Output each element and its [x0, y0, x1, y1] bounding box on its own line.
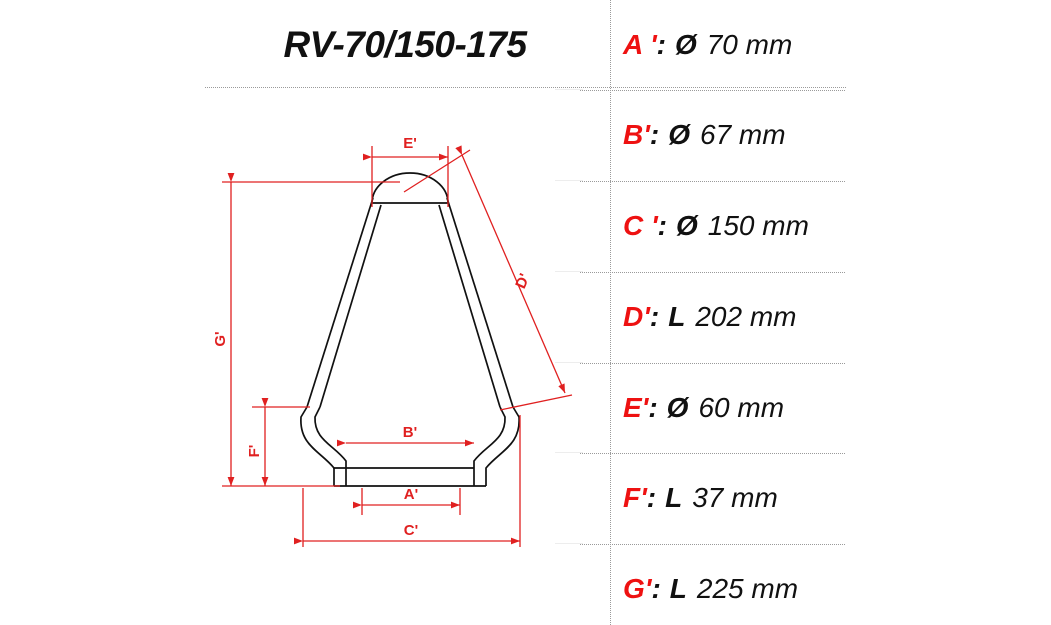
spec-value-a: 70 mm	[706, 29, 793, 60]
spec-symbol-a: Ø	[674, 29, 697, 60]
row-divider-faint-b	[555, 89, 583, 90]
right-outer-flare	[485, 406, 520, 469]
column-divider	[610, 0, 611, 625]
dim-label-a: A'	[404, 486, 418, 503]
dim-label-g: G'	[212, 331, 229, 346]
spec-row-e: E' : Ø 60 mm	[555, 362, 1051, 453]
spec-value-f: 37 mm	[692, 482, 778, 513]
outer-right-wall	[446, 197, 514, 408]
spec-separator-c: :	[657, 210, 667, 241]
inner-right-wall	[438, 204, 501, 408]
left-inner-flare	[314, 406, 347, 468]
row-divider-g	[580, 544, 845, 545]
spec-row-a: A ' : Ø 70 mm	[610, 0, 1051, 90]
spec-value-b: 67 mm	[700, 119, 786, 150]
page-title: RV-70/150-175	[283, 24, 527, 65]
outer-left-wall	[306, 197, 374, 408]
row-divider-faint-d	[555, 271, 583, 272]
spec-row-c: C ' : Ø 150 mm	[555, 180, 1051, 271]
dimension-lines	[222, 145, 573, 547]
product-technical-drawing: G' F' E' D' B' A' C'	[0, 95, 610, 575]
spec-value-e: 60 mm	[698, 392, 785, 423]
spec-separator-a: :	[656, 29, 666, 60]
spec-symbol-e: Ø	[666, 392, 689, 423]
bottom-flange	[333, 467, 346, 469]
row-divider-faint-f	[555, 452, 583, 453]
spec-symbol-c: Ø	[676, 210, 698, 241]
d-dim-line	[455, 145, 566, 394]
spec-separator-g: :	[651, 573, 661, 604]
spec-key-b: B'	[623, 119, 650, 150]
spec-symbol-b: Ø	[668, 119, 690, 150]
spec-separator-e: :	[648, 392, 658, 423]
right-inner-flare	[473, 406, 506, 468]
row-divider-d	[580, 272, 845, 273]
dome-cap-outline	[371, 172, 449, 204]
spec-symbol-g: L	[669, 573, 687, 604]
spec-key-g: G'	[623, 573, 652, 604]
spec-key-c: C '	[623, 210, 658, 241]
row-divider-faint-g	[555, 543, 583, 544]
spec-value-c: 150 mm	[707, 210, 809, 241]
spec-symbol-d: L	[668, 301, 686, 332]
row-divider-e	[580, 363, 845, 364]
spec-row-f: F' : L 37 mm	[555, 452, 1051, 543]
left-outer-flare	[300, 406, 335, 469]
spec-key-e: E'	[623, 392, 649, 423]
spec-row-d: D' : L 202 mm	[555, 271, 1051, 362]
spec-symbol-f: L	[665, 482, 683, 513]
spec-row-b: B' : Ø 67 mm	[555, 89, 1051, 180]
dim-label-d: D'	[512, 271, 533, 291]
inner-left-wall	[319, 204, 382, 408]
row-divider-faint-e	[555, 362, 583, 363]
dim-label-c: C'	[404, 522, 418, 539]
d-ext-top	[403, 149, 471, 193]
dim-label-b: B'	[403, 424, 417, 441]
specification-list: A ' : Ø 70 mm B' : Ø 67 mm C ' : Ø 150 m…	[555, 0, 1051, 625]
spec-value-g: 225 mm	[696, 573, 799, 604]
dim-label-e: E'	[403, 135, 417, 152]
spec-value-d: 202 mm	[695, 301, 797, 332]
title-divider	[205, 87, 846, 88]
row-divider-b	[580, 90, 845, 91]
row-divider-faint-c	[555, 180, 583, 181]
spec-separator-d: :	[649, 301, 660, 332]
spec-separator-b: :	[649, 119, 660, 150]
row-divider-c	[580, 181, 845, 182]
spec-key-a: A '	[623, 29, 657, 60]
row-divider-f	[580, 453, 845, 454]
spec-key-f: F'	[623, 482, 647, 513]
dimension-labels: G' F' E' D' B' A' C'	[212, 135, 534, 539]
spec-key-d: D'	[623, 301, 650, 332]
d-ext-bottom	[499, 394, 573, 411]
dim-label-f: F'	[246, 445, 263, 458]
spec-row-g: G' : L 225 mm	[555, 543, 1051, 625]
spec-separator-f: :	[646, 482, 657, 513]
